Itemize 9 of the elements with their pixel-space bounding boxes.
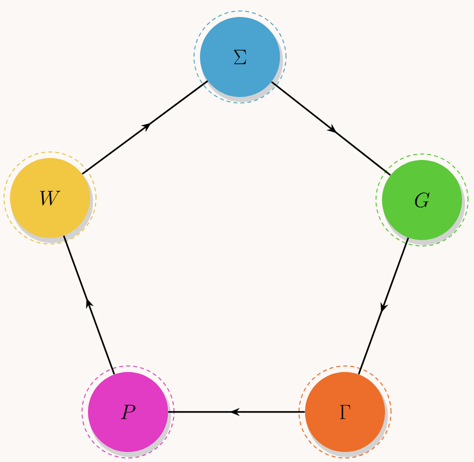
arrow [63,235,115,374]
circle-node: $G$ [376,154,468,246]
circle-node: $\Gamma$ [298,365,392,458]
circle-node: $\Sigma$ [194,10,286,104]
arrow [271,81,391,176]
arrow [82,80,208,175]
circle-node: $P$ [82,365,174,458]
circle-node: $W$ [4,152,96,244]
arrow [358,238,410,374]
